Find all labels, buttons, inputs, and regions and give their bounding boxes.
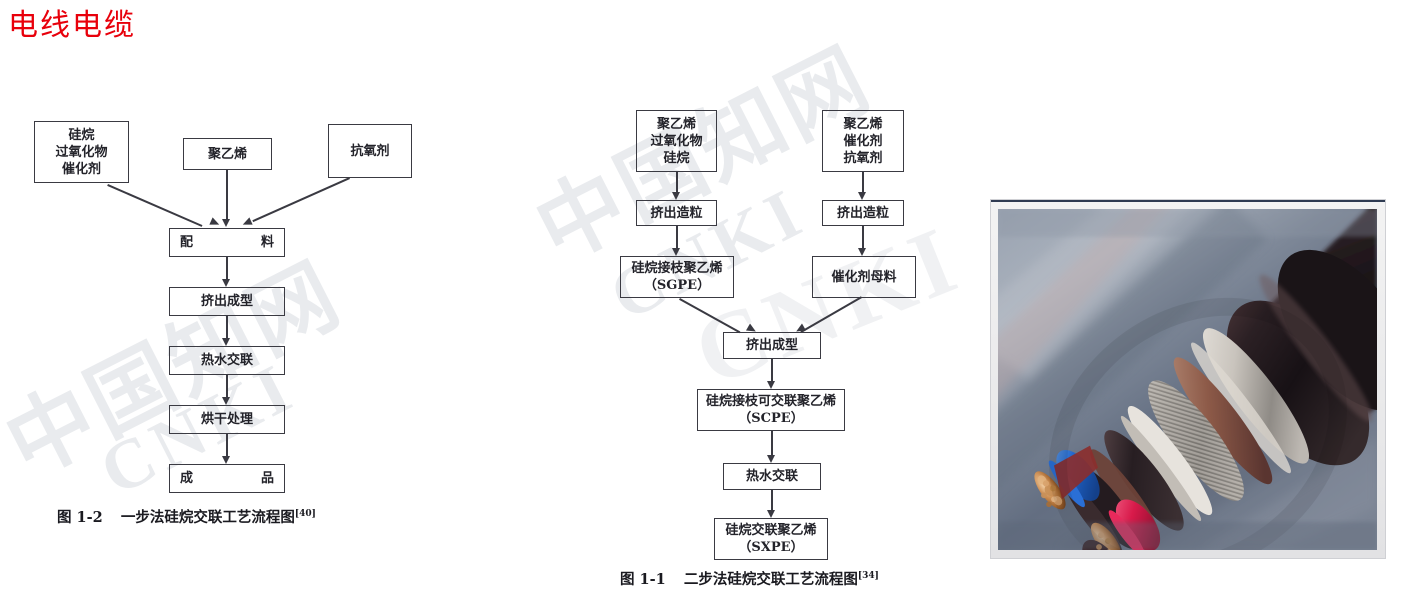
flow-arrowhead bbox=[767, 510, 775, 518]
flow-edge-vertical bbox=[226, 170, 228, 221]
node-line: 热水交联 bbox=[200, 353, 253, 368]
node-line: 挤出成型 bbox=[200, 294, 253, 309]
node-line: 催化剂母料 bbox=[831, 269, 897, 285]
caption-reference: [34] bbox=[857, 571, 879, 582]
node-line: 聚乙烯 bbox=[207, 146, 247, 162]
node-line: （SGPE） bbox=[643, 278, 711, 293]
node-line: 催化剂 bbox=[61, 161, 101, 177]
node-line: 硅烷 bbox=[663, 150, 690, 166]
flow-arrowhead bbox=[858, 192, 866, 200]
caption-label: 图 1-1 bbox=[620, 571, 666, 588]
flow-arrowhead bbox=[222, 279, 230, 287]
flow-edge-vertical bbox=[226, 316, 228, 342]
cable-illustration bbox=[998, 209, 1377, 550]
flow-arrowhead bbox=[672, 192, 680, 200]
figure-caption-left: 图 1-2 一步法硅烷交联工艺流程图[40] bbox=[57, 506, 316, 527]
node-line: 成 品 bbox=[180, 471, 289, 486]
node-line: 热水交联 bbox=[745, 469, 798, 484]
node-line: 烘干处理 bbox=[200, 412, 253, 427]
caption-text: 一步法硅烷交联工艺流程图 bbox=[120, 509, 295, 526]
node-line: 抗氧剂 bbox=[843, 150, 883, 166]
node-line: 聚乙烯 bbox=[843, 116, 883, 132]
cable-photo-frame bbox=[991, 200, 1385, 558]
flow-arrowhead bbox=[222, 397, 230, 405]
flow-arrowhead bbox=[222, 456, 230, 464]
figure-caption-middle: 图 1-1 二步法硅烷交联工艺流程图[34] bbox=[620, 568, 879, 589]
flow-arrowhead bbox=[222, 219, 230, 227]
flowchart-one-step-silane: 硅烷 过氧化物 催化剂 聚乙烯 抗氧剂 配 料 挤出成型 热水交联 烘干处理 成 bbox=[0, 0, 470, 540]
flow-node-inputs-pe: 聚乙烯 bbox=[183, 138, 272, 170]
flow-edge-vertical bbox=[771, 359, 773, 385]
flow-node-finished-product: 成 品 bbox=[169, 464, 285, 493]
node-line: 催化剂 bbox=[843, 133, 883, 149]
node-line: 抗氧剂 bbox=[350, 143, 390, 159]
flow-arrowhead bbox=[767, 381, 775, 389]
flow-node-right-inputs: 聚乙烯 催化剂 抗氧剂 bbox=[822, 110, 904, 172]
node-line: 过氧化物 bbox=[650, 133, 703, 149]
caption-text: 二步法硅烷交联工艺流程图 bbox=[683, 571, 858, 588]
node-line: 配 料 bbox=[180, 235, 289, 250]
flow-node-hot-water-crosslink: 热水交联 bbox=[169, 346, 285, 375]
node-line: 挤出造粒 bbox=[650, 205, 703, 221]
caption-reference: [40] bbox=[294, 509, 316, 520]
flow-arrowhead bbox=[222, 338, 230, 346]
flow-node-sxpe: 硅烷交联聚乙烯 （SXPE） bbox=[714, 518, 828, 560]
flow-edge-diagonal bbox=[679, 298, 741, 333]
node-line: 聚乙烯 bbox=[656, 116, 696, 132]
flow-node-right-pelletizing: 挤出造粒 bbox=[822, 200, 904, 226]
flow-node-left-pelletizing: 挤出造粒 bbox=[636, 200, 717, 226]
flow-node-drying: 烘干处理 bbox=[169, 405, 285, 434]
flow-arrowhead bbox=[672, 248, 680, 256]
flow-edge-diagonal bbox=[800, 296, 862, 333]
node-line: 硅烷交联聚乙烯 bbox=[725, 523, 817, 538]
flow-arrowhead bbox=[858, 248, 866, 256]
flow-node-extrusion: 挤出成型 bbox=[169, 287, 285, 316]
flow-edge-vertical bbox=[226, 375, 228, 401]
node-line: 挤出成型 bbox=[745, 338, 798, 353]
flow-arrowhead bbox=[767, 455, 775, 463]
node-line: 硅烷接枝可交联聚乙烯 bbox=[705, 394, 836, 409]
caption-label: 图 1-2 bbox=[57, 509, 103, 526]
flow-edge-vertical bbox=[226, 434, 228, 460]
flow-edge-vertical bbox=[862, 172, 864, 196]
flow-node-hot-water-crosslink: 热水交联 bbox=[723, 463, 821, 490]
flow-node-left-inputs: 聚乙烯 过氧化物 硅烷 bbox=[636, 110, 717, 172]
node-line: （SXPE） bbox=[738, 540, 804, 555]
flow-edge-vertical bbox=[862, 226, 864, 252]
flow-edge-vertical bbox=[676, 172, 678, 196]
flow-edge-vertical bbox=[676, 226, 678, 252]
node-line: 过氧化物 bbox=[55, 144, 108, 160]
flow-node-compounding: 配 料 bbox=[169, 228, 285, 257]
flowchart-two-step-silane: 聚乙烯 过氧化物 硅烷 挤出造粒 硅烷接枝聚乙烯 （SGPE） 聚乙烯 催化剂 … bbox=[620, 110, 916, 560]
flow-node-catalyst-masterbatch: 催化剂母料 bbox=[812, 256, 916, 298]
flow-node-inputs-antioxidant: 抗氧剂 bbox=[328, 124, 412, 178]
node-line: 硅烷接枝聚乙烯 bbox=[631, 261, 723, 276]
page-title: 电线电缆 bbox=[8, 8, 136, 43]
flow-node-scpe: 硅烷接枝可交联聚乙烯 （SCPE） bbox=[697, 389, 845, 431]
flow-edge-vertical bbox=[226, 257, 228, 283]
flow-node-inputs-silane: 硅烷 过氧化物 催化剂 bbox=[34, 121, 129, 183]
flow-node-extrusion: 挤出成型 bbox=[723, 332, 821, 359]
node-line: 挤出造粒 bbox=[836, 205, 889, 221]
node-line: （SCPE） bbox=[738, 411, 804, 426]
flow-edge-vertical bbox=[771, 490, 773, 514]
flow-edge-vertical bbox=[771, 431, 773, 459]
flow-node-sgpe: 硅烷接枝聚乙烯 （SGPE） bbox=[620, 256, 734, 298]
node-line: 硅烷 bbox=[68, 127, 95, 143]
cable-cross-section-photo bbox=[998, 209, 1377, 550]
